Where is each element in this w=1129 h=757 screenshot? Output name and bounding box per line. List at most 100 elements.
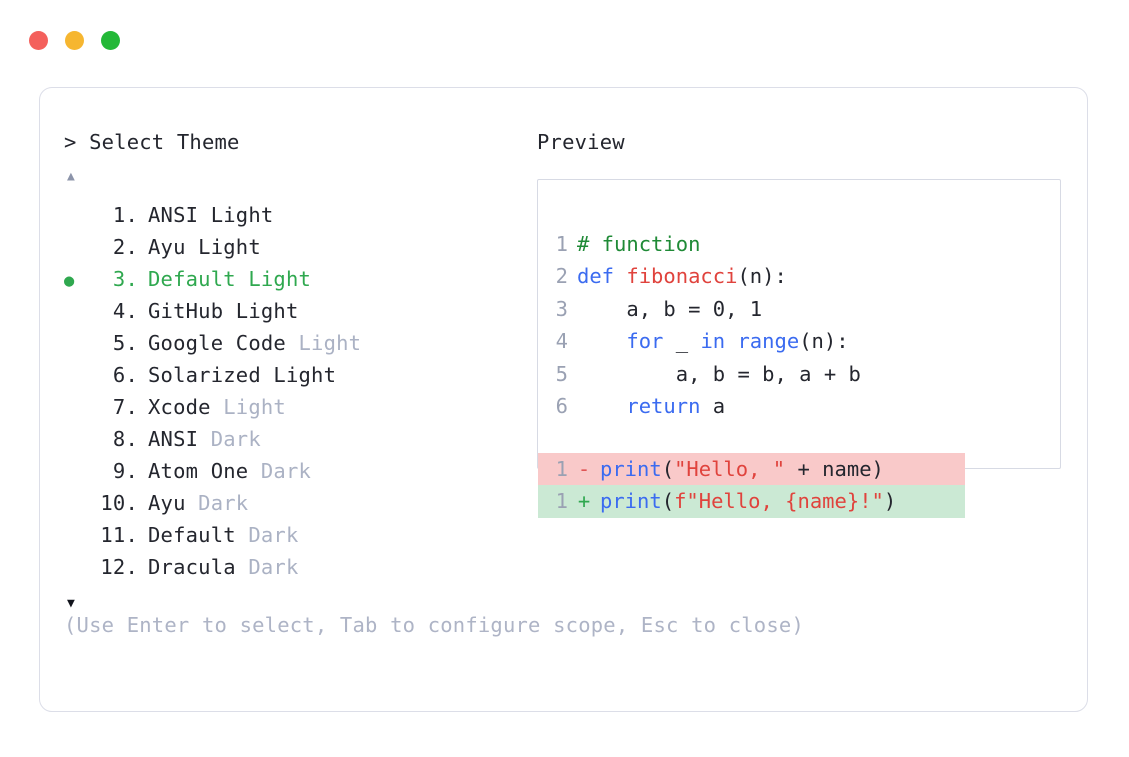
theme-list-item[interactable]: 10. Ayu Dark: [64, 487, 534, 519]
theme-item-number: 1.: [112, 202, 138, 227]
diff-line-del: 1-print("Hello, " + name): [538, 452, 965, 486]
theme-selector-pane: > Select Theme ▲ 1. ANSI Light 2.Ayu Light…: [64, 132, 534, 610]
line-number: 1: [555, 231, 568, 256]
theme-item-variant: Dark: [248, 458, 312, 483]
theme-item-number: 10.: [100, 490, 138, 515]
theme-list-item[interactable]: 11. Default Dark: [64, 519, 534, 551]
code-token: range: [737, 329, 800, 353]
theme-item-number: 11.: [100, 522, 138, 547]
line-number: 3: [555, 296, 568, 321]
minimize-window-button[interactable]: [65, 31, 84, 50]
theme-item-variant: Light: [210, 394, 286, 419]
maximize-window-button[interactable]: [101, 31, 120, 50]
code-token: a, b = b, a + b: [577, 361, 861, 386]
theme-list-item[interactable]: 6. Solarized Light: [64, 359, 534, 391]
diff-sign: -: [577, 456, 591, 481]
code-line: 1 # function: [554, 228, 1056, 261]
diff-sign: +: [577, 489, 591, 513]
theme-item-number: 7.: [112, 394, 138, 419]
theme-item-variant: Dark: [185, 490, 249, 515]
theme-item-label: Atom One Dark: [148, 458, 312, 483]
code-line-text: return a: [577, 390, 725, 423]
theme-item-variant: Dark: [235, 554, 299, 579]
theme-list-item[interactable]: 9. Atom One Dark: [64, 455, 534, 487]
theme-item-label: Solarized Light: [148, 362, 337, 387]
code-token: [577, 329, 626, 353]
code-token: ): [883, 489, 897, 513]
theme-item-number: 5.: [112, 330, 138, 355]
code-token: (: [661, 456, 675, 481]
line-number: 1: [555, 456, 568, 481]
line-number: 1: [555, 489, 568, 513]
code-token: a, b = 0, 1: [577, 296, 763, 321]
line-number: 5: [555, 361, 568, 386]
code-line: 3 a, b = 0, 1: [554, 293, 1056, 326]
theme-item-variant: Dark: [235, 522, 299, 547]
theme-item-number: 12.: [100, 554, 138, 579]
code-line-text: a, b = 0, 1: [577, 293, 762, 326]
line-number: 2: [555, 264, 568, 288]
diff-line-text: print(f"Hello, {name}!"): [600, 485, 896, 518]
theme-list-item[interactable]: ●3.Default Light: [64, 263, 534, 295]
window-controls[interactable]: [29, 31, 120, 50]
theme-list-item[interactable]: 12.Dracula Dark: [64, 551, 534, 583]
code-token: in: [700, 329, 726, 353]
code-token: + name): [785, 456, 884, 481]
theme-list-item[interactable]: 4.GitHub Light: [64, 295, 534, 327]
code-token: (n):: [737, 264, 787, 288]
code-line-text: a, b = b, a + b: [577, 358, 861, 391]
theme-item-number: 6.: [112, 362, 138, 387]
theme-picker-card: > Select Theme ▲ 1. ANSI Light 2.Ayu Light…: [39, 87, 1088, 712]
theme-item-label: ANSI Light: [148, 202, 274, 227]
theme-item-label: ANSI Dark: [148, 426, 261, 451]
code-token: a: [700, 394, 726, 418]
code-line-text: # function: [577, 228, 700, 261]
theme-item-label: Default Dark: [148, 522, 299, 547]
theme-list-item[interactable]: 7.Xcode Light: [64, 391, 534, 423]
diff-line-add: 1 + print(f"Hello, {name}!"): [538, 485, 965, 518]
keyboard-hint: (Use Enter to select, Tab to configure s…: [64, 613, 804, 637]
code-token: print: [600, 489, 662, 513]
preview-label: Preview: [537, 130, 625, 154]
code-token: fibonacci: [626, 264, 738, 288]
close-window-button[interactable]: [29, 31, 48, 50]
theme-item-variant: Light: [285, 330, 362, 355]
line-number: 4: [555, 329, 568, 353]
code-token: [725, 329, 737, 353]
theme-item-number: 9.: [112, 458, 138, 483]
code-line: 4 for _ in range(n):: [554, 325, 1056, 358]
page-title: > Select Theme: [64, 130, 240, 154]
code-line-text: def fibonacci(n):: [577, 260, 787, 293]
theme-item-number: 4.: [112, 298, 138, 323]
code-line: 6 return a: [554, 390, 1056, 423]
theme-item-number: 8.: [112, 426, 138, 451]
theme-item-label: Ayu Dark: [148, 490, 249, 515]
code-token: return: [626, 394, 701, 418]
code-token: "Hello, ": [674, 456, 786, 481]
theme-item-label: Default Light: [148, 266, 312, 291]
diff-line-text: print("Hello, " + name): [600, 453, 884, 486]
theme-list-item[interactable]: 8. ANSI Dark: [64, 423, 534, 455]
code-token: f"Hello, {name}!": [674, 489, 884, 513]
code-token: [577, 394, 626, 418]
line-number: 6: [555, 394, 568, 418]
code-token: (n):: [799, 329, 849, 353]
selected-bullet-icon: ●: [64, 270, 75, 291]
theme-list-item[interactable]: 1. ANSI Light: [64, 199, 534, 231]
code-token: for: [626, 329, 664, 353]
theme-list-item[interactable]: 5. Google Code Light: [64, 327, 534, 359]
code-line-text: for _ in range(n):: [577, 325, 849, 358]
theme-item-label: Google Code Light: [148, 330, 362, 355]
code-token: _: [663, 329, 701, 353]
code-line: 2 def fibonacci(n):: [554, 260, 1056, 293]
scroll-up-icon[interactable]: ▲: [67, 168, 75, 184]
theme-item-variant: Dark: [198, 426, 261, 451]
theme-list-item[interactable]: 2.Ayu Light: [64, 231, 534, 263]
code-token: (: [661, 489, 675, 513]
code-token: print: [600, 456, 662, 481]
scroll-down-icon[interactable]: ▼: [67, 595, 75, 611]
code-line: 5 a, b = b, a + b: [554, 358, 1056, 391]
